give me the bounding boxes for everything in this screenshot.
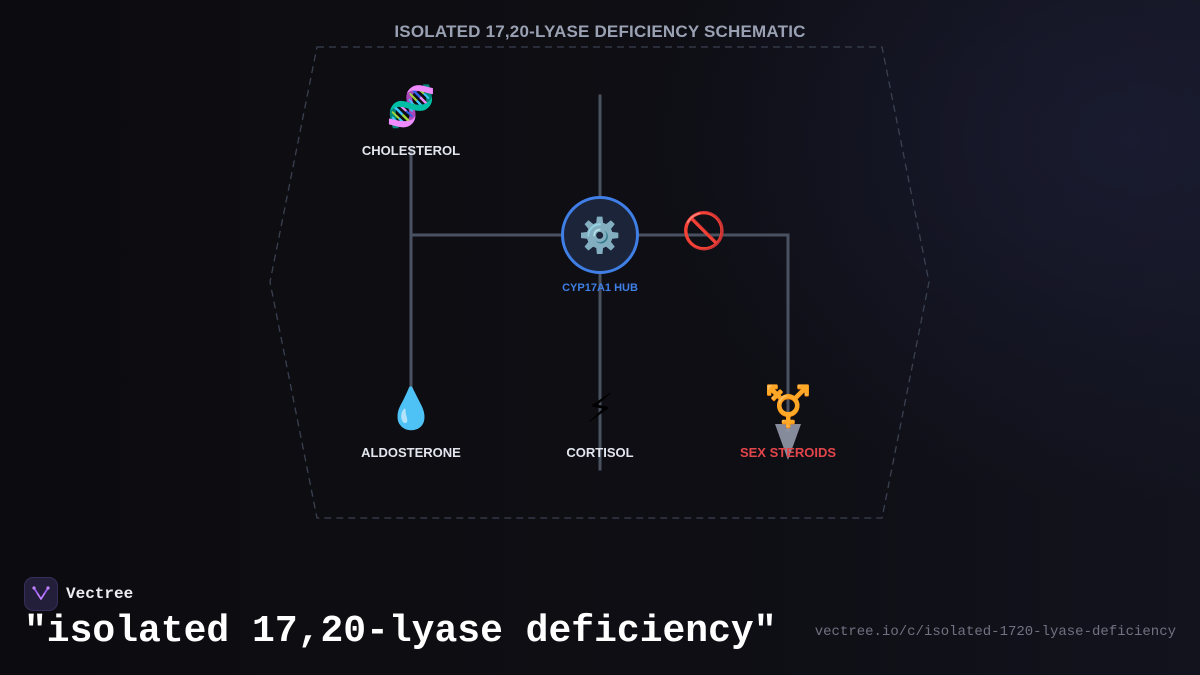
hub-label: CYP17A1 HUB (562, 282, 638, 294)
transgender-symbol-icon: ⚧️ (763, 384, 813, 430)
arrowhead (775, 424, 801, 460)
sex-steroids-label: SEX STEROIDS (739, 445, 837, 460)
brand-name: Vectree (66, 585, 134, 603)
diagram-title: ISOLATED 17,20-LYASE DEFICIENCY SCHEMATI… (394, 22, 806, 41)
cortisol-label: CORTISOL (566, 445, 634, 460)
source-url[interactable]: vectree.io/c/isolated-1720-lyase-deficie… (814, 624, 1176, 640)
dna-icon: 🧬 (386, 84, 436, 130)
prohibited-icon: 🚫 (681, 211, 727, 252)
cholesterol-label: CHOLESTEROL (361, 143, 461, 158)
pathway-lines (409, 94, 790, 471)
hexagon-frame (269, 46, 930, 519)
aldosterone-label: ALDOSTERONE (361, 445, 461, 460)
vectree-logo-icon (24, 577, 58, 611)
headline: "isolated 17,20-lyase deficiency" (24, 610, 777, 653)
gear-icon: ⚙️ (578, 216, 622, 256)
lightning-icon: ⚡ (585, 386, 615, 432)
brand: Vectree (24, 577, 133, 611)
droplet-icon: 💧 (386, 386, 436, 432)
hub-circle (561, 196, 639, 274)
